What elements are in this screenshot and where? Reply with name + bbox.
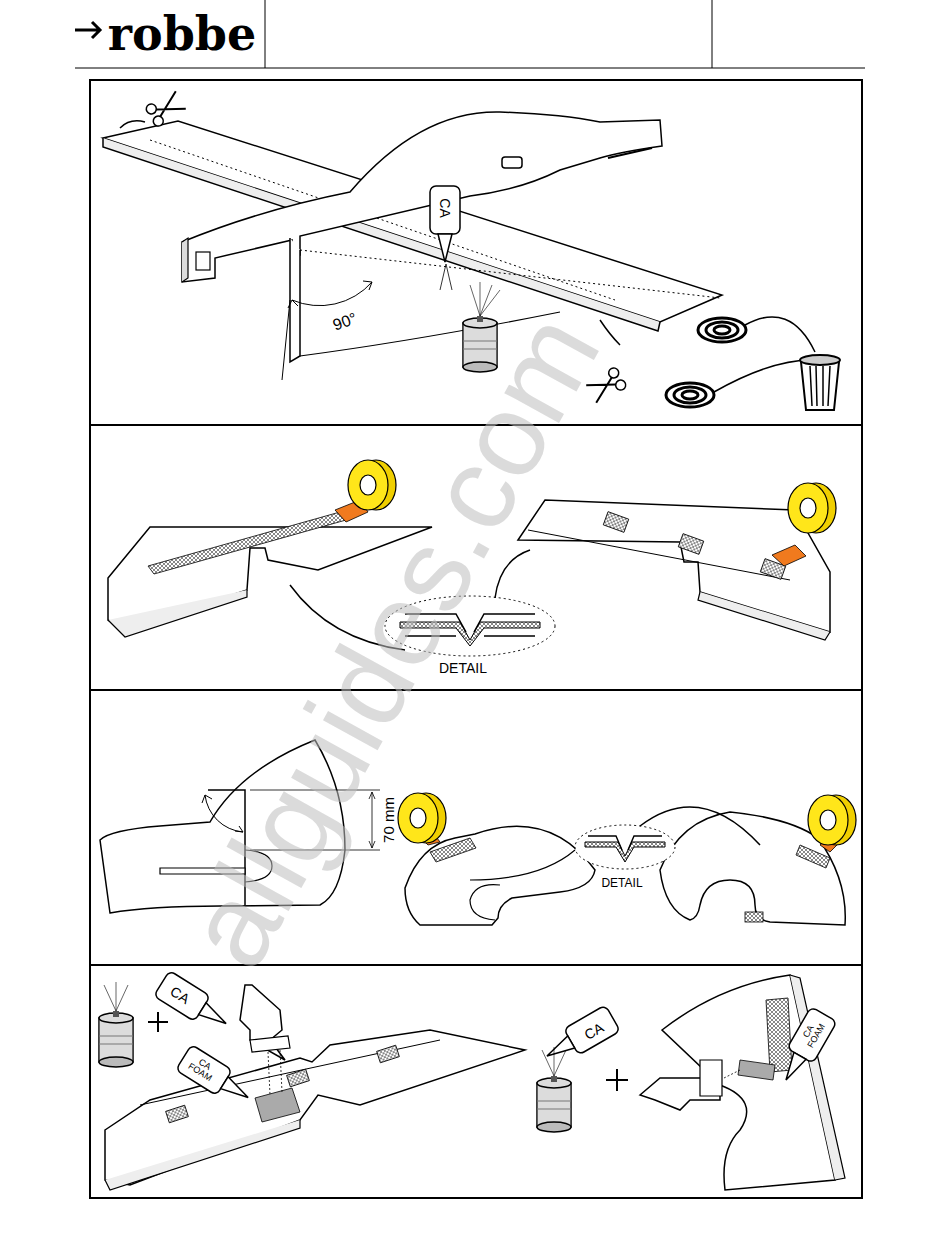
dimension-label: 70 mm [381,797,396,843]
detail-label: DETAIL [601,877,642,889]
glue-label: CA [438,198,452,217]
angle-label: 90° [331,310,359,333]
brand-logo: robbe [108,11,257,57]
